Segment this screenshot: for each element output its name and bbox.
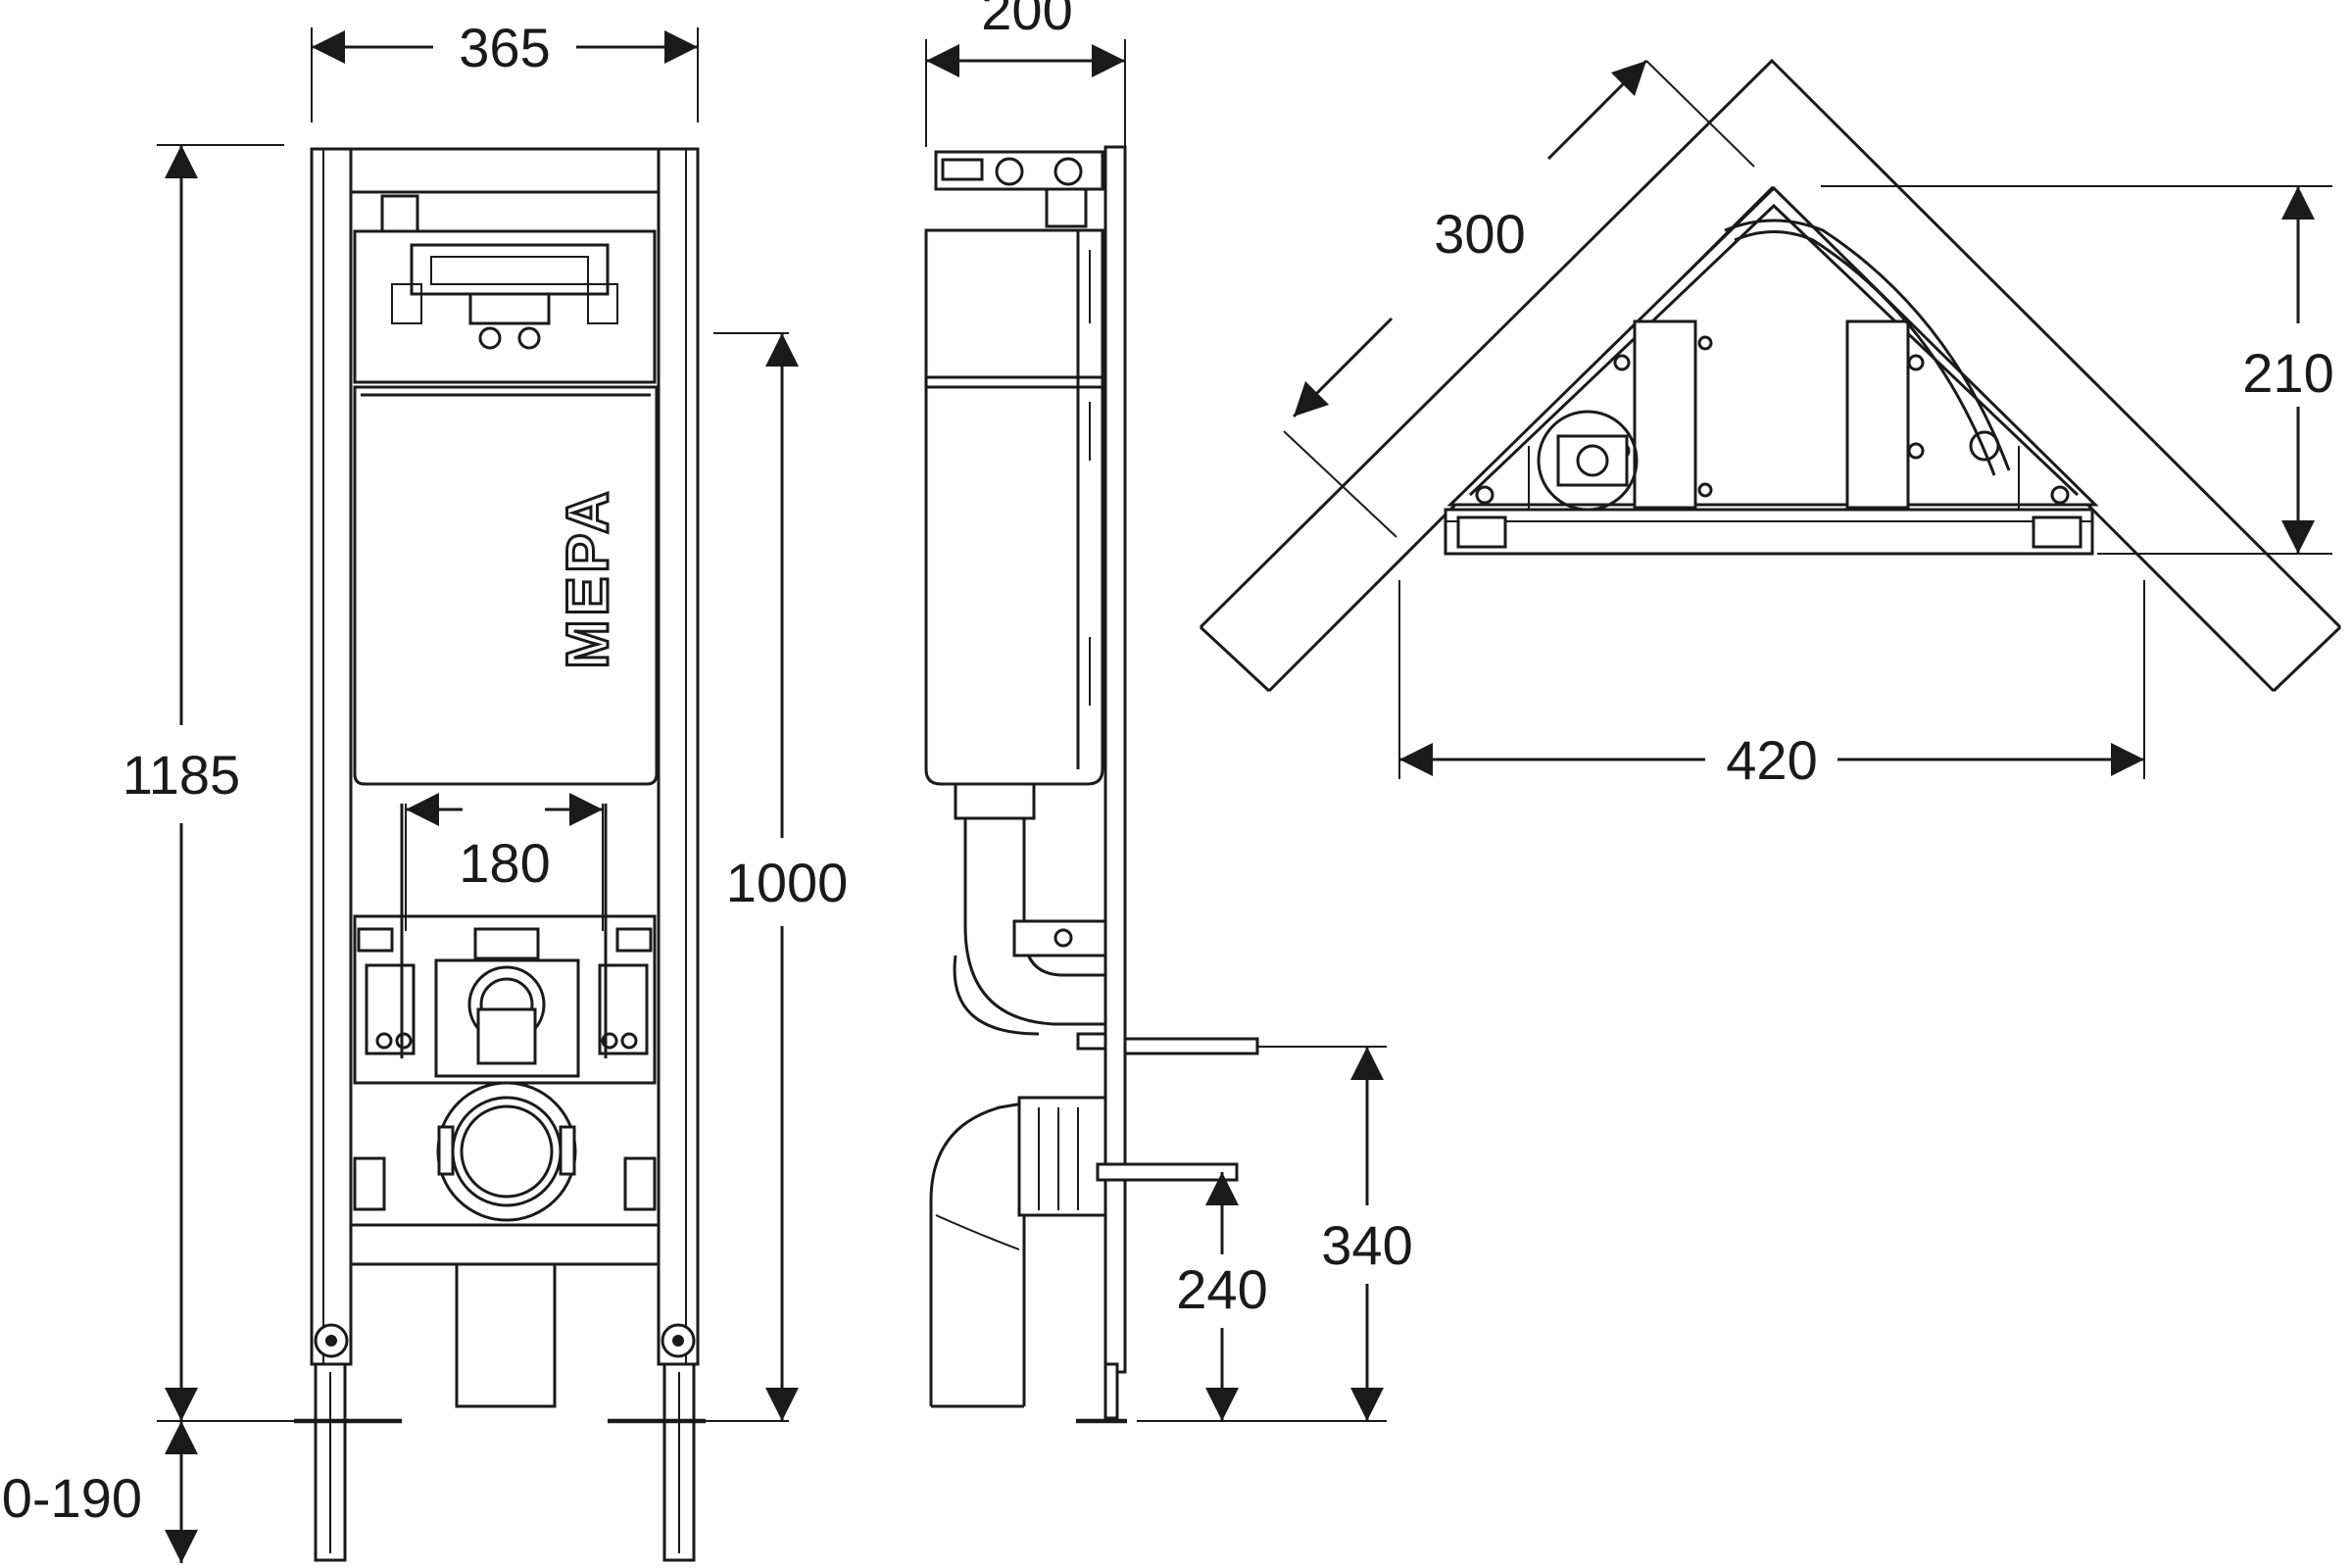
dim-foot-adjust: 0-190 <box>2 1467 142 1529</box>
dim-total-height: 1185 <box>122 744 240 806</box>
dim-corner-width: 420 <box>1726 729 1817 791</box>
dim-frame-depth: 200 <box>981 0 1072 41</box>
drain-collar <box>436 1081 577 1222</box>
corner-base-rail <box>1444 508 2094 556</box>
bottom-crossbar <box>349 1223 661 1266</box>
side-upright <box>1103 145 1127 1374</box>
corner-plan-view <box>1199 58 2342 693</box>
cistern-body <box>353 385 659 786</box>
drain-pipe <box>455 1262 557 1408</box>
inlet-rod <box>1123 1037 1259 1055</box>
dim-corner-depth: 300 <box>1434 203 1525 265</box>
dim-inlet-height: 340 <box>1321 1214 1412 1276</box>
top-mount-plate <box>353 229 657 384</box>
side-dimensions: 200 340 240 <box>925 0 1413 1422</box>
side-cistern <box>924 228 1104 786</box>
corner-frame <box>1446 185 2099 507</box>
front-dimensions: 365 1185 0-190 1000 180 <box>2 17 849 1563</box>
dim-frame-width: 365 <box>459 17 550 78</box>
dim-cistern-height: 1000 <box>726 852 849 913</box>
corner-wall-outer <box>1199 58 2342 629</box>
corner-dimensions: 300 210 420 <box>1283 59 2334 791</box>
right-upright <box>657 147 700 1366</box>
front-view: MEPA <box>294 147 706 1562</box>
dim-corner-offset: 210 <box>2242 342 2333 404</box>
side-view <box>924 145 1259 1424</box>
left-upright <box>310 147 353 1366</box>
dim-drain-height: 240 <box>1176 1258 1267 1320</box>
top-crossbar <box>349 147 661 194</box>
dim-bolt-spacing: 180 <box>459 832 550 894</box>
drain-rod <box>1096 1162 1239 1182</box>
brand-logo: MEPA <box>555 488 620 669</box>
